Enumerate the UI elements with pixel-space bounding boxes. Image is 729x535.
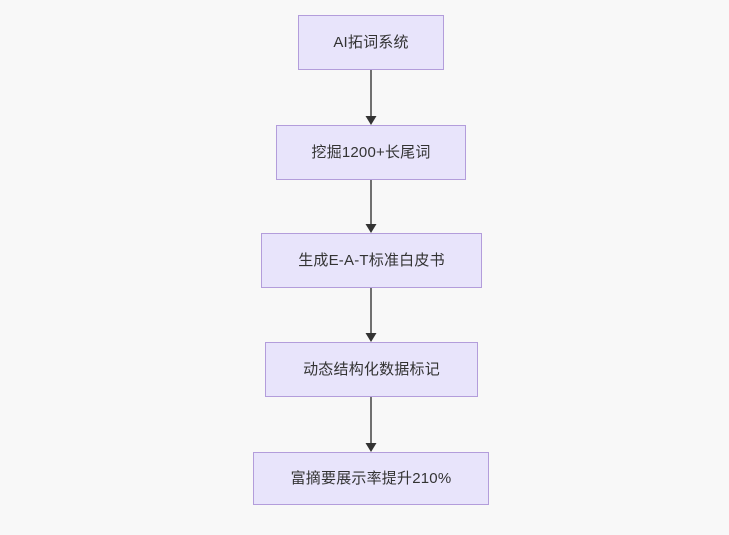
flow-node-label: 富摘要展示率提升210%	[290, 470, 452, 487]
flow-connector-arrowhead-1	[365, 116, 377, 125]
flow-node-1[interactable]: AI拓词系统	[298, 15, 444, 70]
flow-node-label: AI拓词系统	[333, 34, 409, 51]
flow-node-5[interactable]: 富摘要展示率提升210%	[253, 452, 489, 505]
flow-connector-arrowhead-4	[365, 443, 377, 452]
flow-connector-arrowhead-2	[365, 224, 377, 233]
flow-connector-arrowhead-3	[365, 333, 377, 342]
flow-node-4[interactable]: 动态结构化数据标记	[265, 342, 478, 397]
flow-node-label: 动态结构化数据标记	[303, 361, 440, 378]
flow-node-label: 生成E-A-T标准白皮书	[298, 252, 445, 269]
flow-node-label: 挖掘1200+长尾词	[311, 144, 431, 161]
flow-node-3[interactable]: 生成E-A-T标准白皮书	[261, 233, 482, 288]
flow-node-2[interactable]: 挖掘1200+长尾词	[276, 125, 466, 180]
